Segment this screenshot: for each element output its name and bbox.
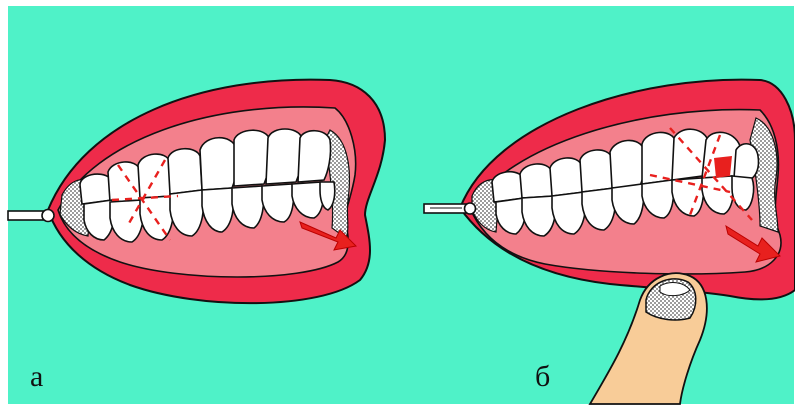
probe-icon: [424, 203, 476, 214]
contact-marker: [714, 156, 732, 178]
panel-label-a: а: [30, 362, 43, 392]
probe-icon: [8, 210, 54, 222]
panel-label-b: б: [535, 362, 550, 392]
